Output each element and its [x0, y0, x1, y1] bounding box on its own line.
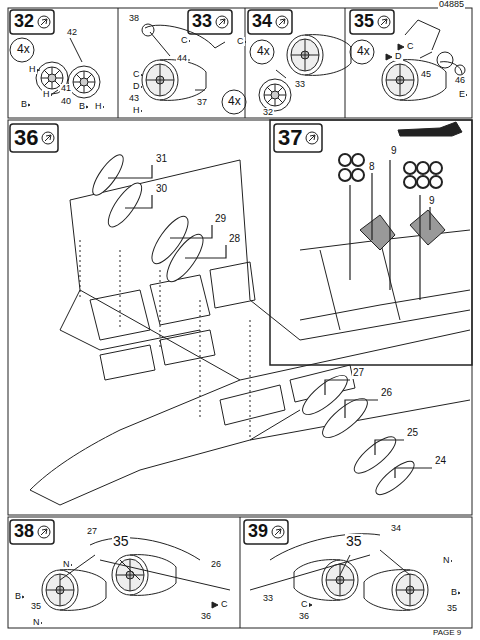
- alignment-marker: H: [94, 102, 103, 111]
- callout-number: 27: [86, 527, 98, 536]
- alignment-marker: N: [32, 618, 41, 627]
- alignment-marker: B: [450, 588, 458, 597]
- alignment-marker: H: [42, 90, 51, 99]
- callout-number: 35: [112, 534, 130, 549]
- callout-number: 35: [30, 602, 42, 611]
- step-number: 32: [13, 12, 35, 31]
- alignment-marker: C: [300, 600, 309, 609]
- quantity-mark: 4x: [16, 43, 31, 56]
- callout-number: 8: [368, 162, 376, 173]
- alignment-marker: C: [220, 600, 229, 609]
- callout-number: 46: [454, 76, 466, 85]
- step-number: 39: [247, 522, 269, 541]
- quantity-mark: 4x: [356, 45, 371, 58]
- alignment-marker: C: [406, 42, 415, 51]
- callout-number: 36: [298, 612, 310, 621]
- alignment-marker: B: [78, 102, 86, 111]
- callout-number: 38: [128, 14, 140, 23]
- alignment-marker: N: [62, 560, 71, 569]
- callout-number: 29: [214, 214, 227, 225]
- alignment-marker: E: [458, 90, 466, 99]
- callout-number: 35: [345, 534, 363, 549]
- callout-number: 42: [66, 28, 78, 37]
- quantity-mark: 4x: [256, 45, 271, 58]
- callout-number: 32: [262, 108, 274, 117]
- alignment-marker: H: [132, 106, 141, 115]
- alignment-marker: N: [442, 556, 451, 565]
- callout-number: 31: [155, 154, 168, 165]
- alignment-marker: B: [20, 100, 28, 109]
- callout-number: 26: [380, 388, 393, 399]
- step-number: 36: [13, 126, 39, 149]
- callout-number: 25: [406, 428, 419, 439]
- callout-number: 45: [420, 70, 432, 79]
- alignment-marker: C: [180, 36, 189, 45]
- step-number: 38: [13, 522, 35, 541]
- callout-number: 33: [262, 594, 274, 603]
- alignment-marker: H: [28, 65, 37, 74]
- callout-number: 35: [446, 604, 458, 613]
- callout-number: 34: [390, 524, 402, 533]
- callout-number: 33: [294, 80, 306, 89]
- callout-number: 36: [200, 612, 212, 621]
- callout-number: 28: [228, 234, 241, 245]
- callout-number: 37: [196, 98, 208, 107]
- callout-number: 41: [60, 84, 72, 93]
- callout-number: 27: [352, 368, 365, 379]
- step-number: 34: [251, 12, 273, 31]
- alignment-marker: B: [14, 592, 22, 601]
- quantity-mark: 4x: [227, 95, 242, 108]
- callout-number: 44: [176, 54, 188, 63]
- callout-number: 30: [155, 184, 168, 195]
- callout-number: 9: [390, 146, 398, 157]
- step-number: 35: [353, 12, 375, 31]
- callout-number: 43: [128, 94, 140, 103]
- alignment-marker: D: [394, 52, 403, 61]
- alignment-marker: C: [236, 37, 245, 46]
- callout-number: 04885: [438, 0, 465, 9]
- step-number: 33: [191, 12, 213, 31]
- alignment-marker: C: [132, 70, 141, 79]
- callout-number: 26: [210, 560, 222, 569]
- callout-number: 24: [434, 456, 447, 467]
- step-number: 37: [277, 126, 303, 149]
- callout-number: 40: [60, 97, 72, 106]
- callout-number: 9: [428, 196, 436, 207]
- alignment-marker: D: [132, 82, 141, 91]
- callout-number: PAGE 9: [432, 629, 462, 637]
